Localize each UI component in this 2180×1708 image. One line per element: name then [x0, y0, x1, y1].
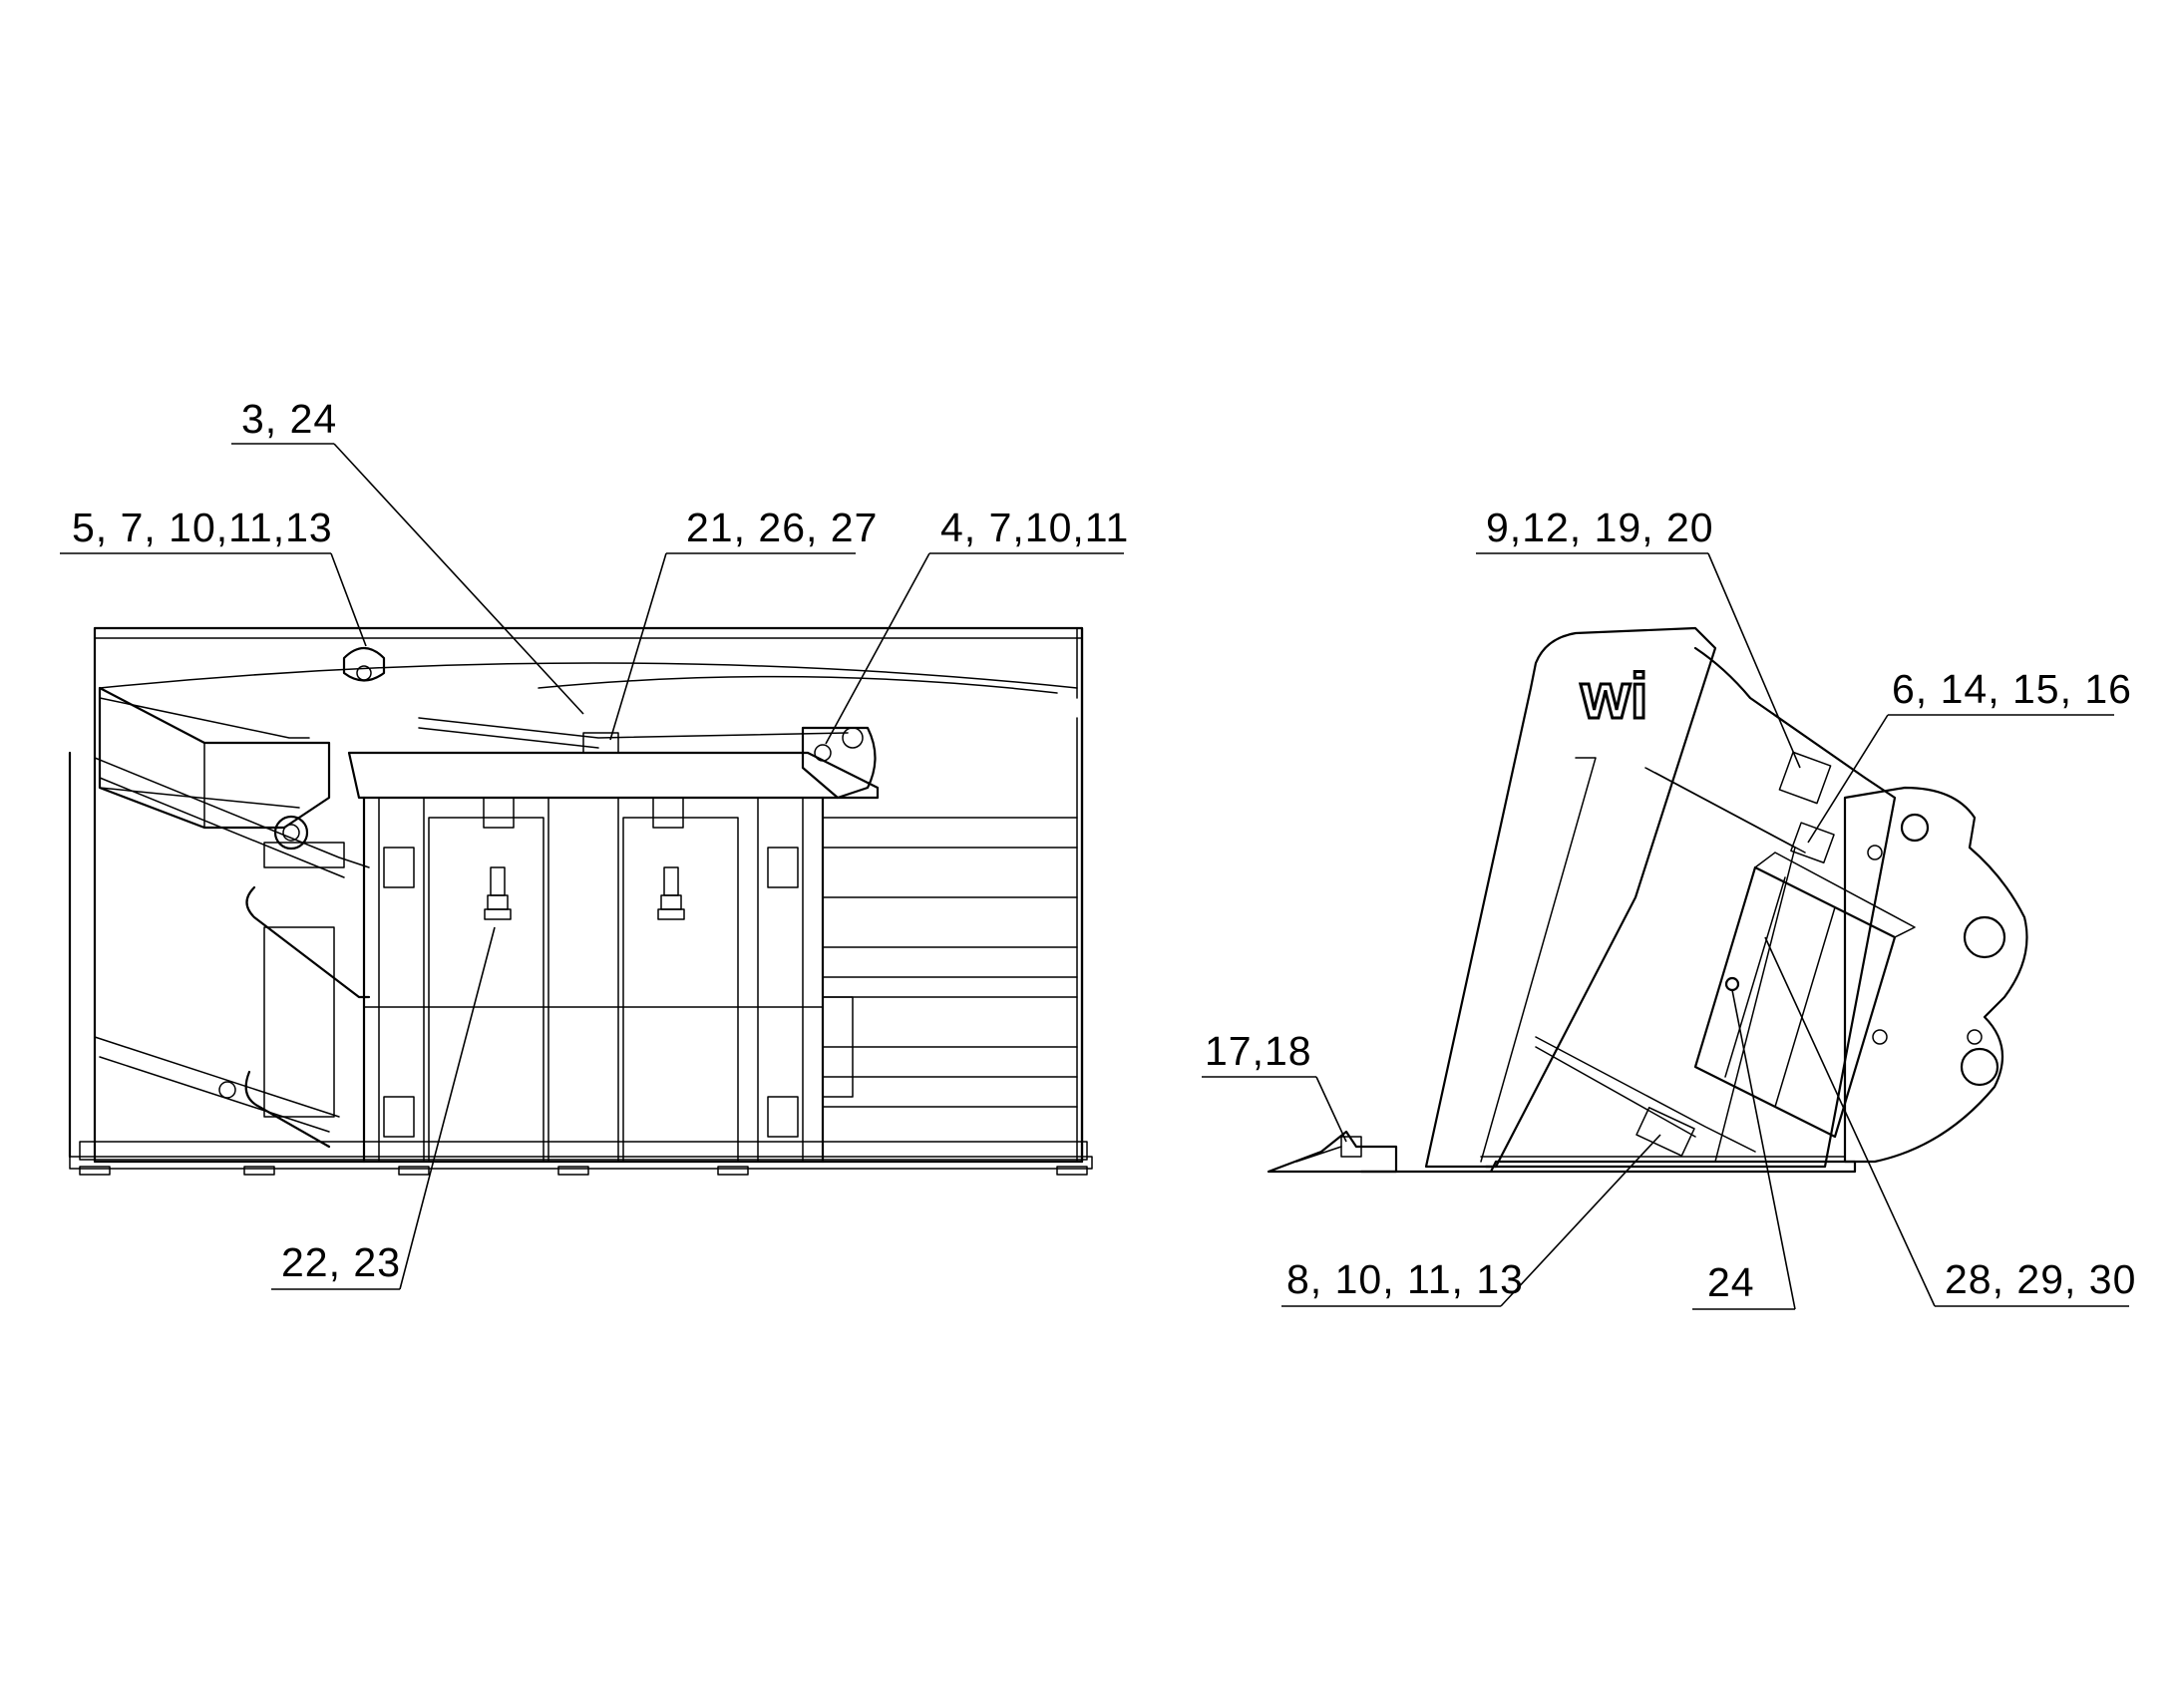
brand-logo: wi: [1580, 660, 1648, 732]
callout-9-12-19-20: 9,12, 19, 20: [1486, 505, 1714, 550]
grease-fitting-left: [484, 866, 512, 920]
callout-21-26-27: 21, 26, 27: [686, 505, 878, 550]
callout-3-24: 3, 24: [241, 396, 337, 442]
bucket-side-view: wi: [1267, 626, 2028, 1174]
callout-24: 24: [1707, 1259, 1755, 1305]
callout-6-14-15-16: 6, 14, 15, 16: [1892, 666, 2132, 712]
callout-group: 3, 24 5, 7, 10,11,13 21, 26, 27 4, 7,10,…: [60, 396, 2136, 1310]
callout-17-18: 17,18: [1205, 1028, 1312, 1074]
callout-22-23: 22, 23: [281, 1239, 401, 1285]
callout-5-7-10-11-13: 5, 7, 10,11,13: [72, 505, 333, 550]
bucket-front-view: [68, 626, 1093, 1176]
callout-8-10-11-13: 8, 10, 11, 13: [1286, 1256, 1524, 1302]
callout-4-7-10-11: 4, 7,10,11: [940, 505, 1129, 550]
grease-fitting-right: [657, 866, 685, 920]
callout-28-29-30: 28, 29, 30: [1945, 1256, 2136, 1302]
